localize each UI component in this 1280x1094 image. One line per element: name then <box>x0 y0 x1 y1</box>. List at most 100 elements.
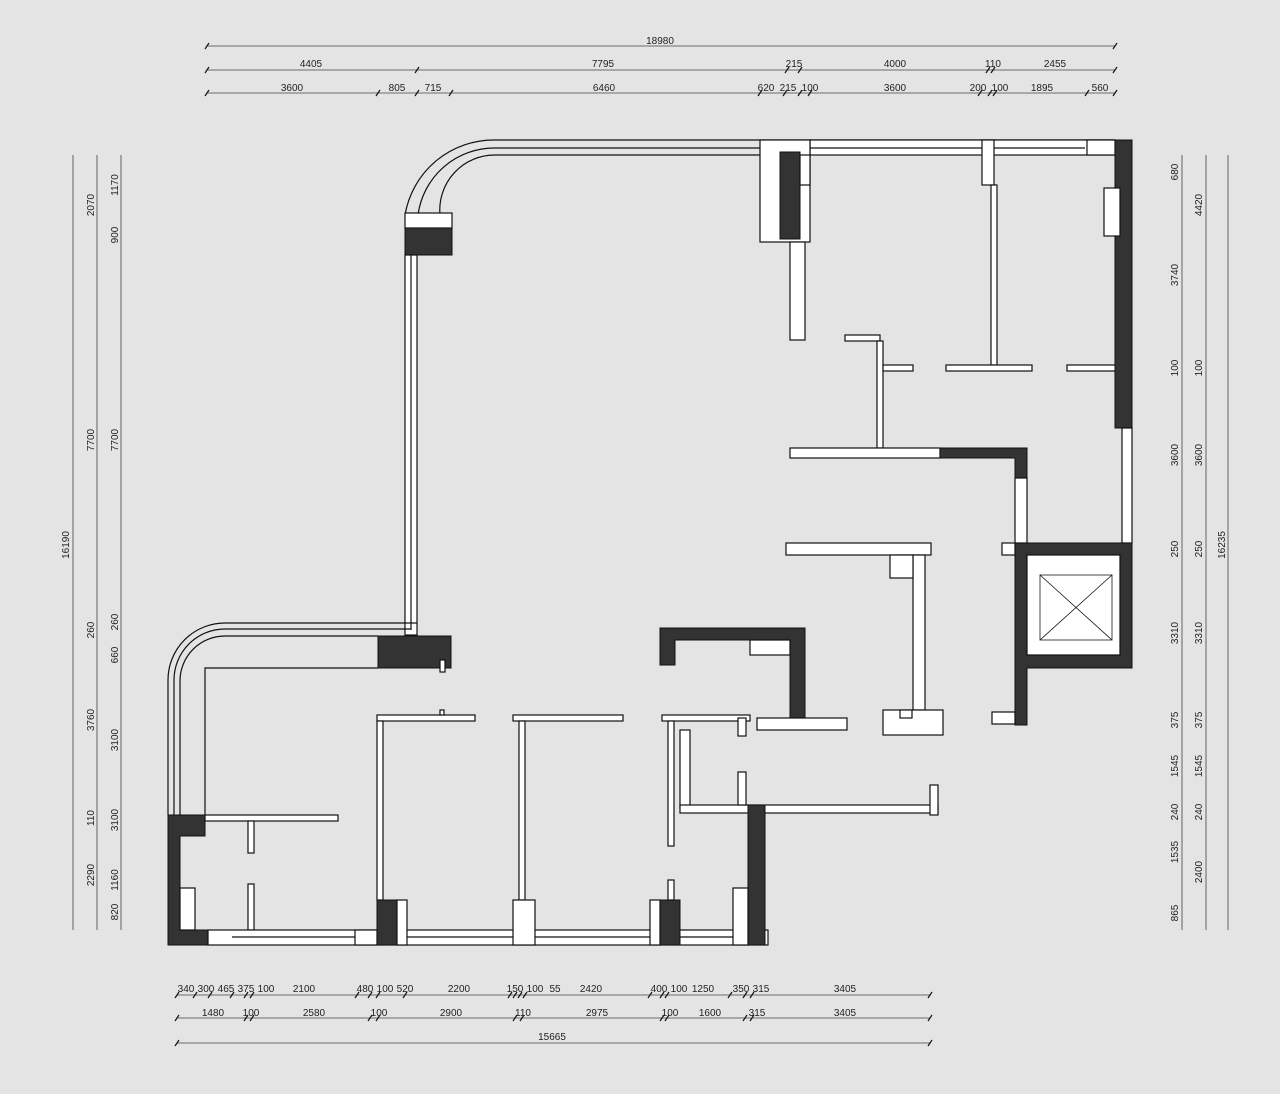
dimension-label: 340 <box>178 984 195 995</box>
dimension-tick <box>992 89 998 97</box>
dimension-label: 3740 <box>1170 263 1181 286</box>
dimension-tick <box>402 991 408 999</box>
dimension-label: 100 <box>671 984 688 995</box>
dimension-labels: 18980 15665 16190 16235 <box>61 36 1228 1043</box>
dimension-label: 6460 <box>593 83 616 94</box>
dimension-tick <box>249 991 255 999</box>
dimension-label: 100 <box>258 984 275 995</box>
dimension-label: 100 <box>802 83 819 94</box>
dimension-label: 7795 <box>592 59 615 70</box>
dimension-tick <box>375 1014 381 1022</box>
dimension-tick <box>1112 42 1118 50</box>
dimension-tick <box>659 991 665 999</box>
dimension-label: 3600 <box>1170 443 1181 466</box>
dimension-label: 300 <box>198 984 215 995</box>
dimension-tick <box>192 991 198 999</box>
dimension-tick <box>204 89 210 97</box>
dimension-label: 315 <box>753 984 770 995</box>
dimension-label: 1600 <box>699 1008 722 1019</box>
dimension-label: 1895 <box>1031 83 1054 94</box>
dimension-label: 250 <box>1194 540 1205 557</box>
dimension-label: 2580 <box>303 1008 326 1019</box>
dimension-label: 3100 <box>110 728 121 751</box>
dimension-label: 110 <box>515 1008 531 1019</box>
dimension-tick <box>927 991 933 999</box>
dimension-label: 560 <box>1092 83 1109 94</box>
dimension-label: 1160 <box>110 869 121 891</box>
dimension-tick <box>354 991 360 999</box>
dimension-tick <box>927 1014 933 1022</box>
dimension-label: 4405 <box>300 59 323 70</box>
dimension-tick <box>797 66 803 74</box>
dimension-tick <box>927 1039 933 1047</box>
dimension-label: 465 <box>218 984 235 995</box>
dimension-tick <box>517 991 523 999</box>
dimension-label: 3760 <box>86 708 97 731</box>
dimension-label: 215 <box>786 59 803 70</box>
dimension-tick <box>1112 66 1118 74</box>
dimension-label: 3600 <box>1194 443 1205 466</box>
dimension-label: 865 <box>1170 904 1181 921</box>
dimension-label: 100 <box>1170 359 1181 376</box>
dimension-tick <box>742 1014 748 1022</box>
dimension-tick <box>174 1014 180 1022</box>
dimension-label: 215 <box>780 83 797 94</box>
dimension-tick <box>512 991 518 999</box>
dimension-tick <box>367 991 373 999</box>
dimension-label: 250 <box>1170 540 1181 557</box>
dimension-tick <box>249 1014 255 1022</box>
dimension-tick <box>985 66 991 74</box>
dimension-label: 1480 <box>202 1008 225 1019</box>
dimension-label: 680 <box>1170 163 1181 180</box>
dimension-label: 1545 <box>1170 754 1181 777</box>
dimension-label: 2070 <box>86 193 97 216</box>
dimension-label: 260 <box>110 613 121 630</box>
dimension-label: 3405 <box>834 1008 857 1019</box>
dimension-label: 3405 <box>834 984 857 995</box>
dimension-label: 350 <box>733 984 750 995</box>
dimension-label: 100 <box>377 984 394 995</box>
dimension-tick <box>797 89 803 97</box>
dimension-tick <box>375 991 381 999</box>
dimension-label: 55 <box>549 984 561 995</box>
dimension-tick <box>204 66 210 74</box>
dimension-label: 315 <box>749 1008 766 1019</box>
dimension-tick <box>990 66 996 74</box>
dimension-tick <box>727 991 733 999</box>
dimension-label: 200 <box>970 83 987 94</box>
dimension-label: 715 <box>425 83 442 94</box>
dimension-tick <box>782 89 788 97</box>
dimension-label: 1170 <box>110 174 121 196</box>
dimension-tick <box>174 991 180 999</box>
dimension-label: 400 <box>651 984 668 995</box>
dimension-tick <box>519 1014 525 1022</box>
dimension-label: 100 <box>992 83 1009 94</box>
dimension-label: 4420 <box>1194 193 1205 216</box>
dimension-label: 2200 <box>448 984 471 995</box>
dimension-label: 240 <box>1170 803 1181 820</box>
walls <box>167 139 1133 946</box>
dimension-tick <box>749 1014 755 1022</box>
dimension-label: 260 <box>86 621 97 638</box>
dimension-label: 820 <box>110 903 121 920</box>
dimension-tick <box>375 89 381 97</box>
dimension-tick <box>664 1014 670 1022</box>
dimension-label: 1250 <box>692 984 715 995</box>
dimension-tick <box>1112 89 1118 97</box>
dimension-label: 150 <box>507 984 524 995</box>
dimension-label: 375 <box>1170 711 1181 728</box>
dimension-label: 3600 <box>281 83 304 94</box>
dimension-label: 4000 <box>884 59 907 70</box>
dimension-label: 480 <box>357 984 374 995</box>
dimension-tick <box>659 1014 665 1022</box>
dimension-tick <box>367 1014 373 1022</box>
dimension-ticks <box>174 42 1118 1047</box>
dimension-label: 2400 <box>1194 860 1205 883</box>
dimension-label: 375 <box>1194 711 1205 728</box>
dimension-label: 660 <box>110 646 121 663</box>
dimension-label: 2100 <box>293 984 316 995</box>
dimension-tick <box>977 89 983 97</box>
dimension-label: 3600 <box>884 83 907 94</box>
top-total-dim: 18980 <box>646 36 674 47</box>
